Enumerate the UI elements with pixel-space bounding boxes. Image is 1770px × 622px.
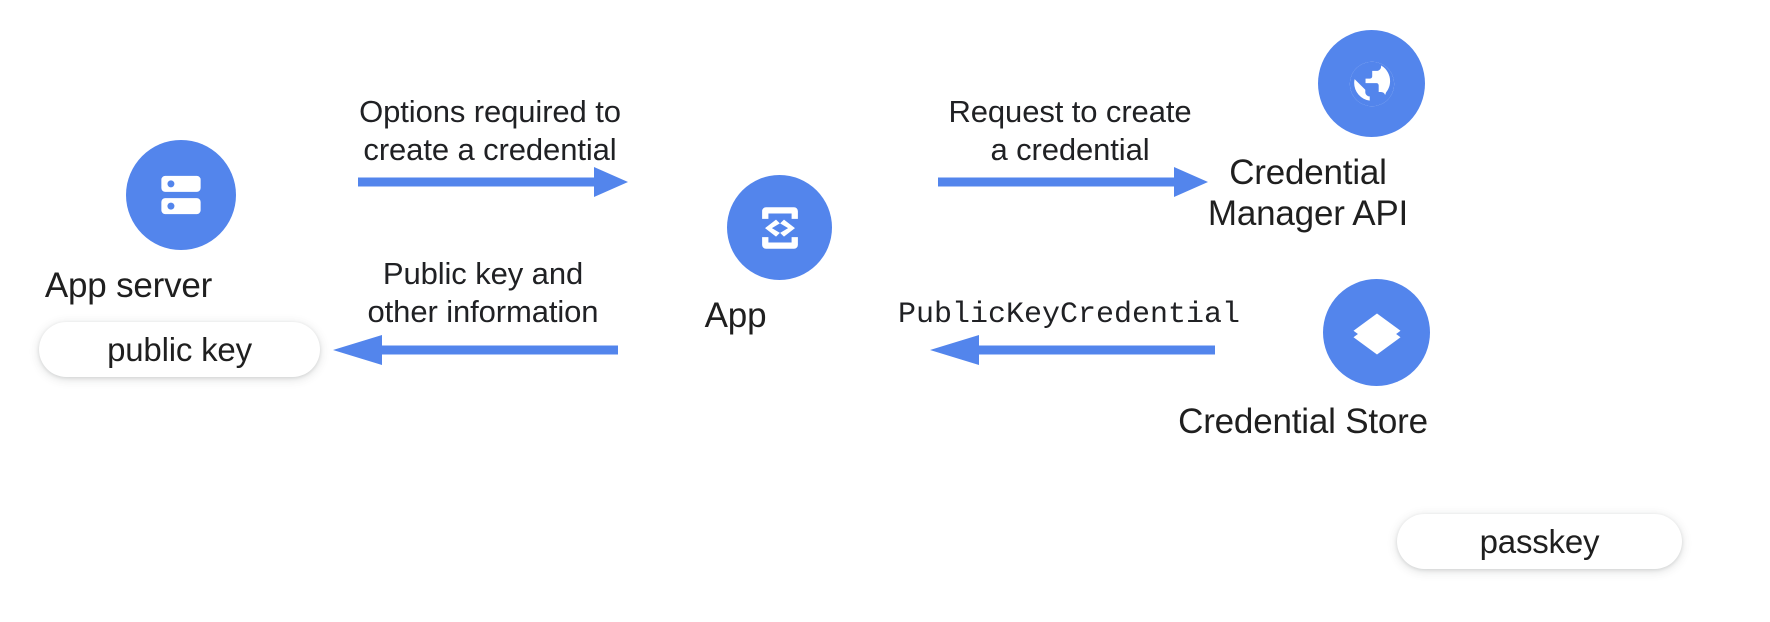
node-credential-manager-api: Credential Manager API [1208, 30, 1425, 235]
app-code-icon [727, 175, 832, 280]
arrow-options-required [358, 160, 628, 204]
node-label-credential-manager-api: Credential Manager API [1207, 153, 1409, 233]
node-label-app: App [704, 296, 767, 335]
chip-public-key-label: public key [107, 330, 252, 368]
arrow-public-key-return [333, 328, 618, 372]
layers-icon [1323, 279, 1430, 386]
node-label-credential-store: Credential Store [1178, 402, 1428, 441]
chip-passkey-label: passkey [1479, 522, 1600, 560]
arrow-request-to-create [938, 160, 1208, 204]
server-icon [126, 140, 236, 250]
node-app: App [705, 175, 832, 337]
chip-passkey: passkey [1397, 514, 1682, 569]
node-app-server: App server [45, 140, 236, 307]
globe-icon [1318, 30, 1425, 137]
arrow-public-key-credential [930, 328, 1215, 372]
chip-public-key: public key [39, 322, 320, 377]
arrow-label-options-required: Options required to create a credential [359, 94, 621, 167]
arrow-label-request-to-create: Request to create a credential [948, 94, 1192, 167]
node-credential-store: Credential Store [1178, 279, 1430, 443]
arrow-label-public-key-credential: PublicKeyCredential [898, 298, 1241, 332]
arrow-label-public-key-return: Public key and other information [367, 256, 599, 329]
node-label-app-server: App server [44, 266, 213, 305]
